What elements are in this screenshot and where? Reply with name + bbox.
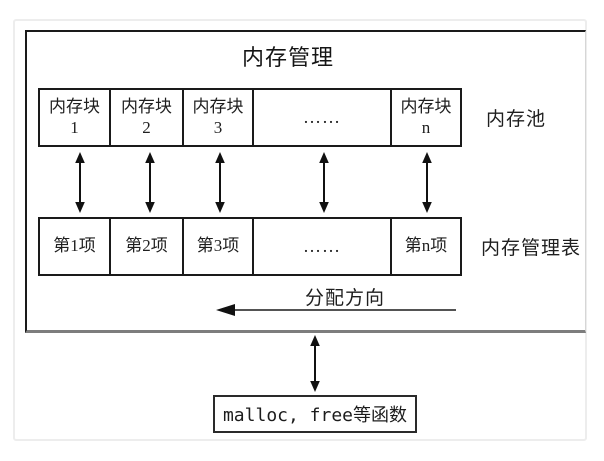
memory-block-2-label: 内存块 — [121, 97, 172, 117]
memory-block-n-label: 内存块 — [400, 97, 452, 117]
memory-block-3-cell: 内存块 3 — [184, 90, 254, 145]
table-item-ellipsis-cell: …… — [254, 219, 392, 274]
double-arrow-functions — [307, 335, 323, 392]
table-item-1-label: 第1项 — [53, 236, 96, 256]
allocation-direction-label: 分配方向 — [304, 288, 385, 309]
ellipsis-text: …… — [303, 106, 341, 127]
allocation-direction-arrow — [216, 303, 456, 317]
table-item-3-cell: 第3项 — [184, 219, 254, 274]
management-table-label: 内存管理表 — [481, 238, 582, 259]
memory-block-2-index: 2 — [142, 117, 151, 137]
memory-management-outer-box — [25, 30, 586, 333]
management-table-row: 第1项 第2项 第3项 …… 第n项 — [38, 217, 462, 276]
memory-block-1-cell: 内存块 1 — [40, 90, 111, 145]
memory-block-n-cell: 内存块 n — [392, 90, 460, 145]
ellipsis-text: …… — [303, 235, 341, 256]
memory-block-1-index: 1 — [70, 117, 79, 137]
table-item-2-label: 第2项 — [125, 236, 168, 256]
double-arrow-ellipsis — [316, 152, 332, 213]
table-item-n-label: 第n项 — [404, 236, 448, 256]
memory-pool-row: 内存块 1 内存块 2 内存块 3 …… 内存块 n — [38, 88, 462, 147]
table-item-3-label: 第3项 — [196, 236, 240, 256]
double-arrow-3 — [212, 152, 228, 213]
table-item-1-cell: 第1项 — [40, 219, 111, 274]
memory-block-3-label: 内存块 — [192, 97, 244, 117]
memory-block-1-label: 内存块 — [49, 97, 100, 117]
memory-block-2-cell: 内存块 2 — [111, 90, 184, 145]
functions-box-label: malloc, free等函数 — [222, 405, 408, 426]
functions-box: malloc, free等函数 — [213, 395, 417, 433]
table-item-2-cell: 第2项 — [111, 219, 184, 274]
double-arrow-n — [419, 152, 435, 213]
double-arrow-2 — [142, 152, 158, 213]
memory-pool-label: 内存池 — [486, 109, 547, 130]
table-item-n-cell: 第n项 — [392, 219, 460, 274]
memory-block-ellipsis-cell: …… — [254, 90, 392, 145]
diagram-title: 内存管理 — [241, 45, 334, 70]
memory-block-n-index: n — [421, 117, 431, 137]
double-arrow-1 — [72, 152, 88, 213]
memory-block-3-index: 3 — [213, 117, 223, 137]
